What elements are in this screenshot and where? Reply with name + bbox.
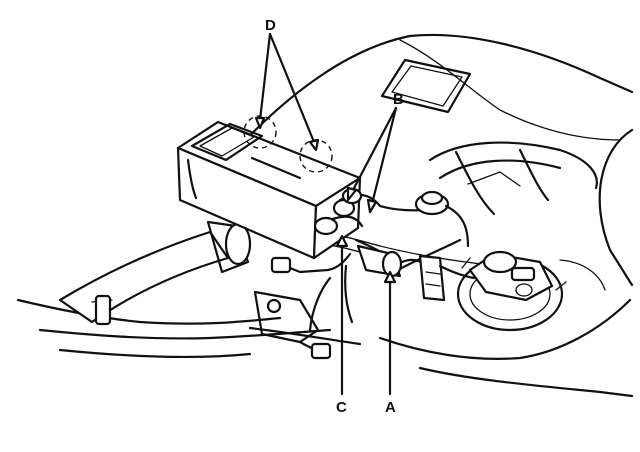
purge-valve	[356, 244, 428, 278]
canister-bracket	[253, 290, 332, 360]
label-d: D	[265, 17, 276, 34]
label-b: B	[393, 91, 404, 108]
fuel-pump-unit	[438, 250, 567, 332]
tank-vent-fitting	[414, 190, 470, 248]
hose-clip	[418, 254, 446, 302]
filler-hose	[58, 220, 252, 326]
label-c: C	[336, 399, 347, 416]
label-a: A	[385, 399, 396, 416]
leader-lines	[254, 32, 398, 396]
fuel-tank	[234, 33, 634, 398]
